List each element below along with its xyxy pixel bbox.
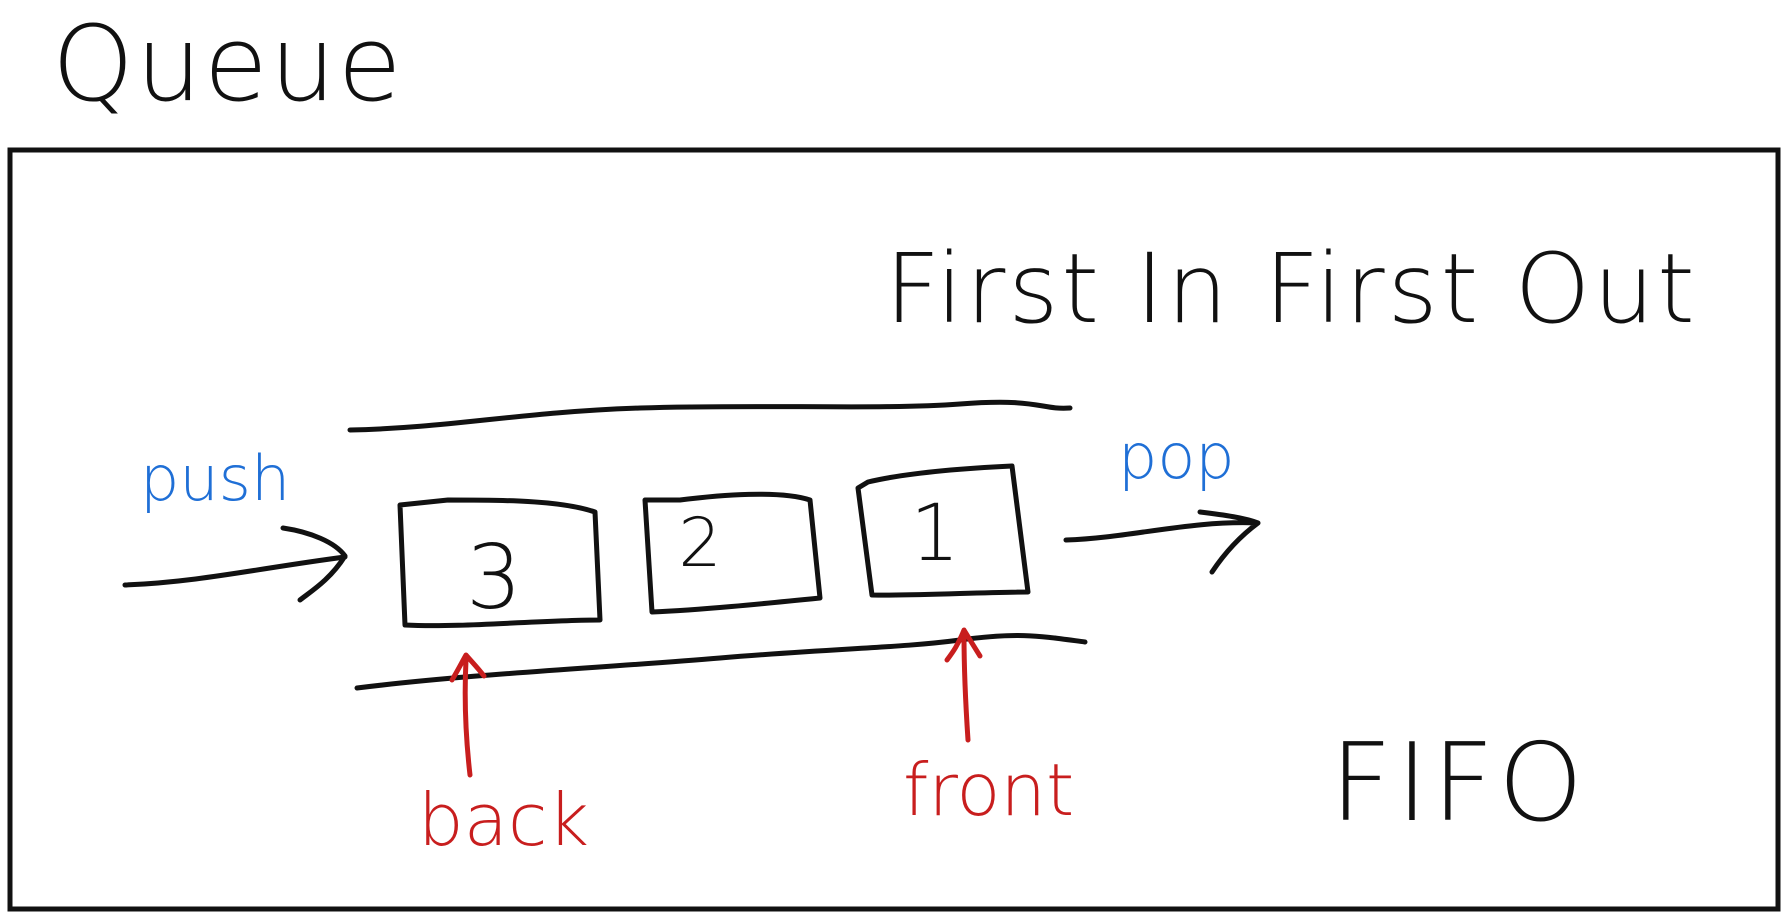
front-pointer-label: front: [903, 748, 1074, 832]
push-arrow: [122, 525, 348, 603]
queue-item-value: 3: [466, 526, 522, 629]
diagram-title: Queue: [52, 3, 404, 125]
push-label: push: [140, 442, 290, 515]
subtitle-text: First In First Out: [885, 233, 1698, 345]
back-pointer-label: back: [418, 778, 589, 862]
fifo-label: FIFO: [1330, 721, 1587, 846]
queue-item-box: [642, 491, 823, 615]
queue-bottom-line: [354, 633, 1088, 691]
pop-arrow: [1063, 509, 1261, 575]
diagram-frame: [7, 147, 1781, 912]
queue-item-box: [855, 463, 1031, 598]
queue-item-box: [397, 497, 603, 629]
front-pointer-arrow: [944, 627, 983, 743]
pop-label: pop: [1118, 420, 1235, 493]
back-pointer-arrow: [449, 652, 487, 778]
queue-item-value: 1: [910, 489, 960, 579]
queue-item-value: 2: [678, 504, 721, 583]
queue-top-line: [347, 399, 1073, 433]
